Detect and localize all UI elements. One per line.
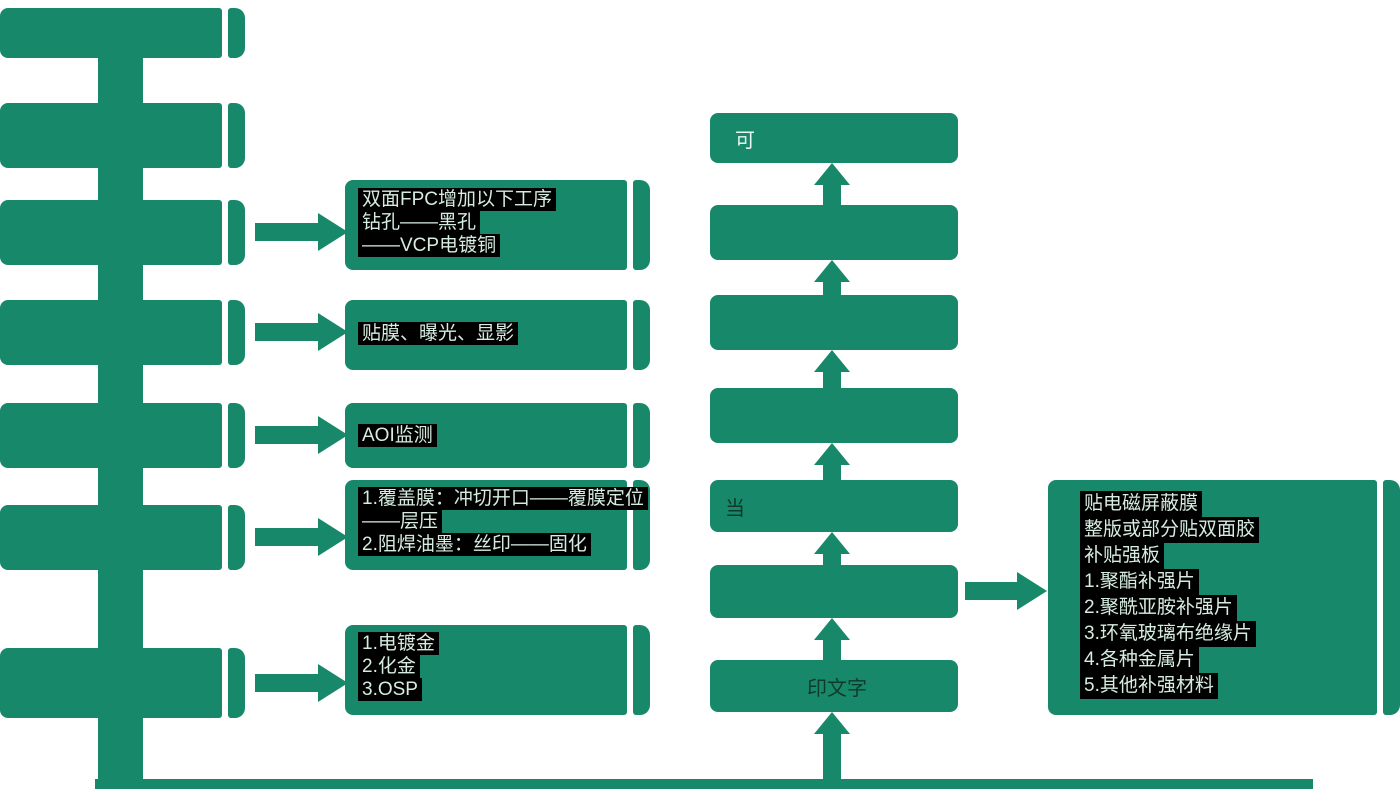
arrow-to-note-1-head bbox=[318, 213, 348, 251]
box-body bbox=[0, 200, 222, 265]
side-note-line: 5.其他补强材料 bbox=[1080, 673, 1218, 699]
process-step-box-3 bbox=[710, 295, 958, 350]
arrow-up-2-head bbox=[814, 260, 850, 282]
annotation-note-5: 1.电镀金 2.化金 3.OSP bbox=[345, 625, 650, 715]
side-note-line: 整版或部分贴双面胶 bbox=[1080, 517, 1260, 543]
arrow-up-3-head bbox=[814, 350, 850, 372]
arrow-up-7-head bbox=[814, 712, 850, 734]
flow-step-box-7 bbox=[0, 648, 245, 718]
note-line: ——VCP电镀铜 bbox=[358, 234, 501, 257]
box-end-cap bbox=[228, 648, 245, 718]
note-line: 1.电镀金 bbox=[358, 632, 439, 655]
arrow-up-4-stem bbox=[823, 464, 841, 480]
box-body bbox=[0, 403, 222, 468]
process-step-box-1: 可 bbox=[710, 113, 958, 163]
arrow-to-note-5-head bbox=[318, 664, 348, 702]
arrow-up-2-stem bbox=[823, 281, 841, 295]
box-end-cap bbox=[633, 180, 650, 270]
box-end-cap bbox=[228, 103, 245, 168]
arrow-up-1-stem bbox=[823, 184, 841, 205]
flow-step-box-2 bbox=[0, 103, 245, 168]
arrow-to-note-3-stem bbox=[255, 426, 318, 444]
flow-step-box-1 bbox=[0, 8, 245, 58]
box-end-cap bbox=[1383, 480, 1400, 715]
arrow-to-side-note-stem bbox=[965, 582, 1017, 600]
box-end-cap bbox=[228, 505, 245, 570]
annotation-note-1: 双面FPC增加以下工序 钻孔——黑孔 ——VCP电镀铜 bbox=[345, 180, 650, 270]
side-note-line: 2.聚酰亚胺补强片 bbox=[1080, 595, 1237, 621]
arrow-to-note-4-head bbox=[318, 518, 348, 556]
box-end-cap bbox=[633, 403, 650, 468]
flow-step-box-3 bbox=[0, 200, 245, 265]
arrow-up-5-stem bbox=[823, 553, 841, 565]
annotation-note-2: 贴膜、曝光、显影 bbox=[345, 300, 650, 370]
process-step-label: 印文字 bbox=[807, 677, 867, 700]
box-end-cap bbox=[633, 300, 650, 370]
side-note-line: 1.聚酯补强片 bbox=[1080, 569, 1199, 595]
arrow-to-note-3-head bbox=[318, 416, 348, 454]
box-end-cap bbox=[228, 403, 245, 468]
box-body bbox=[0, 300, 222, 365]
note-line: ——层压 bbox=[358, 510, 443, 533]
arrow-up-5-head bbox=[814, 532, 850, 554]
box-body bbox=[0, 648, 222, 718]
arrow-up-7-stem bbox=[823, 733, 841, 789]
process-step-label: 当 bbox=[725, 497, 745, 520]
arrow-to-note-2-stem bbox=[255, 323, 318, 341]
note-line: 1.覆盖膜：冲切开口——覆膜定位 bbox=[358, 487, 648, 510]
box-end-cap bbox=[228, 8, 245, 58]
side-note-line: 4.各种金属片 bbox=[1080, 647, 1199, 673]
arrow-up-3-stem bbox=[823, 371, 841, 388]
box-end-cap bbox=[228, 300, 245, 365]
arrow-to-note-5-stem bbox=[255, 674, 318, 692]
note-line: 钻孔——黑孔 bbox=[358, 211, 481, 234]
arrow-to-note-2-head bbox=[318, 313, 348, 351]
stiffener-side-note: 贴电磁屏蔽膜 整版或部分贴双面胶 补贴强板 1.聚酯补强片 2.聚酰亚胺补强片 … bbox=[1048, 480, 1400, 715]
side-note-line: 3.环氧玻璃布绝缘片 bbox=[1080, 621, 1256, 647]
annotation-note-3: AOI监测 bbox=[345, 403, 650, 468]
box-body bbox=[0, 505, 222, 570]
flow-step-box-6 bbox=[0, 505, 245, 570]
box-end-cap bbox=[633, 625, 650, 715]
note-line: AOI监测 bbox=[358, 424, 437, 447]
note-line: 贴膜、曝光、显影 bbox=[358, 322, 519, 345]
flow-step-box-5 bbox=[0, 403, 245, 468]
arrow-up-6-stem bbox=[823, 639, 841, 660]
note-line: 双面FPC增加以下工序 bbox=[358, 188, 557, 211]
process-step-box-5: 当 bbox=[710, 480, 958, 532]
box-body bbox=[0, 8, 222, 58]
process-step-box-4 bbox=[710, 388, 958, 443]
note-line: 3.OSP bbox=[358, 678, 422, 701]
box-end-cap bbox=[228, 200, 245, 265]
process-step-label: 可 bbox=[735, 129, 755, 152]
annotation-note-4: 1.覆盖膜：冲切开口——覆膜定位 ——层压 2.阻焊油墨：丝印——固化 bbox=[345, 480, 650, 570]
connector-bottom-line bbox=[95, 779, 1313, 789]
flow-step-box-4 bbox=[0, 300, 245, 365]
arrow-to-note-1-stem bbox=[255, 223, 318, 241]
note-line: 2.阻焊油墨：丝印——固化 bbox=[358, 533, 591, 556]
process-step-box-7: 印文字 bbox=[710, 660, 958, 712]
arrow-up-6-head bbox=[814, 618, 850, 640]
process-step-box-2 bbox=[710, 205, 958, 260]
arrow-to-note-4-stem bbox=[255, 528, 318, 546]
note-line: 2.化金 bbox=[358, 655, 420, 678]
process-step-box-6 bbox=[710, 565, 958, 618]
arrow-to-side-note-head bbox=[1017, 572, 1047, 610]
box-body bbox=[0, 103, 222, 168]
side-note-line: 贴电磁屏蔽膜 bbox=[1080, 491, 1203, 517]
arrow-up-4-head bbox=[814, 443, 850, 465]
side-note-line: 补贴强板 bbox=[1080, 543, 1165, 569]
arrow-up-1-head bbox=[814, 163, 850, 185]
